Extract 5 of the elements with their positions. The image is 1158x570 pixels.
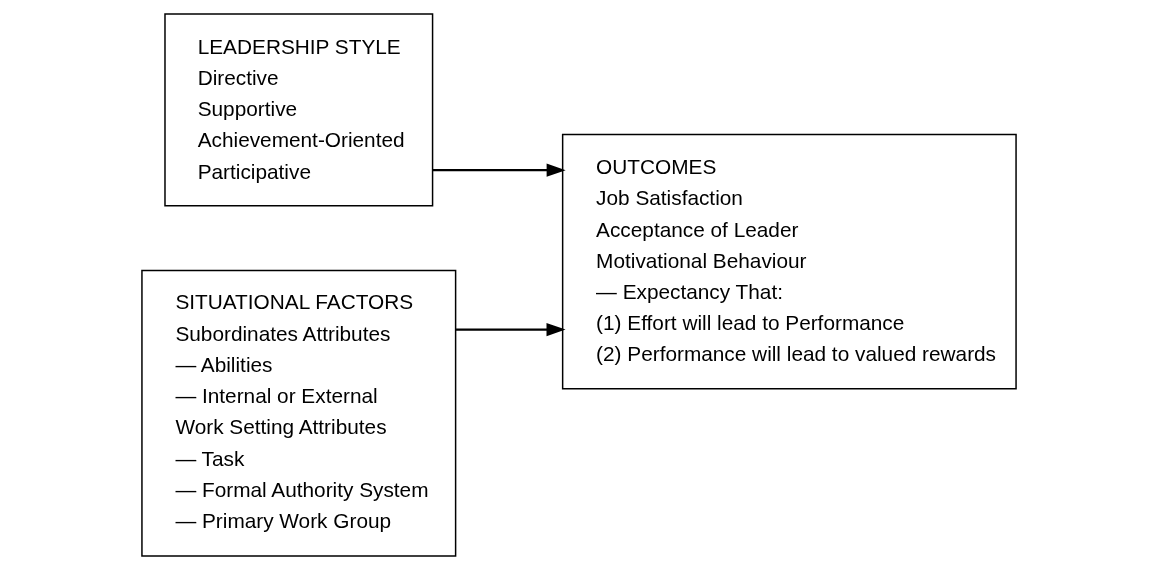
node-box: SITUATIONAL FACTORS Subordinates Attributes — Abilities — Internal or External Work Setting Attributes — Task — Formal Authority System — Primary Work Group: [141, 269, 457, 557]
arrow: [456, 322, 566, 337]
node-box: LEADERSHIP STYLE Directive Supportive Achievement-Oriented Participative: [164, 13, 434, 207]
node-box: OUTCOMES Job Satisfaction Acceptance of Leader Motivational Behaviour — Expectancy That: (1) Effort will lead to Performance (2) Performance will lead to valued rewards: [561, 133, 1017, 390]
arrow: [432, 163, 566, 177]
